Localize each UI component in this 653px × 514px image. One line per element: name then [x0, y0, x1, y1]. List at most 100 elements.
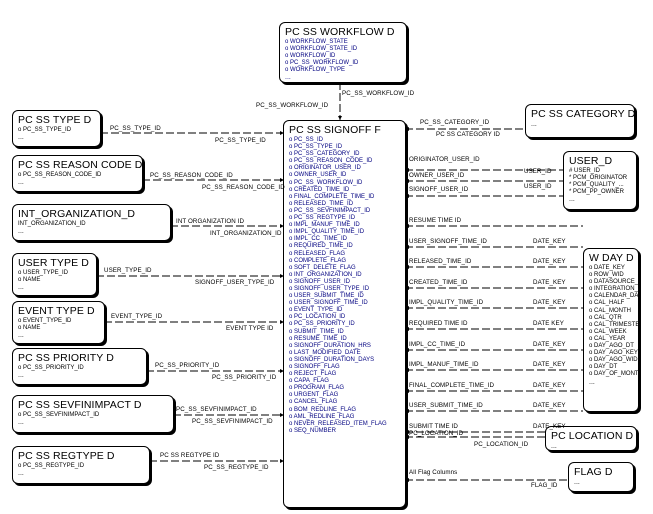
attribute-row: o AML_REDLINE_FLAG — [289, 413, 355, 420]
rel-label-priority-parent: PC_SS_PRIORITY_ID — [155, 362, 220, 369]
attribute-row: o SIGNOFF_USER_TYPE_ID — [289, 285, 370, 292]
attribute-row: o WORKFLOW_STATE — [285, 39, 348, 45]
entity-title: PC SS WORKFLOW D — [285, 26, 395, 38]
entity-pc-ss-category-d[interactable]: PC SS CATEGORY D ... — [525, 104, 635, 138]
attribute-row: o SUBMIT_TIME_ID — [289, 328, 344, 335]
attribute-row: o EVENT_TYPE_ID — [289, 307, 343, 314]
entity-title: PC SS SIGNOFF F — [289, 124, 381, 136]
attribute-row: o WORKFLOW_TYPE — [285, 67, 346, 74]
rel-label-regtype-child: PC_SS_REGTYPE_ID — [204, 464, 269, 471]
entity-int-organization-d[interactable]: INT_ORGANIZATION_D INT_ORGANIZATION_ID..… — [12, 204, 171, 241]
entity-title: PC SS SEVFINIMPACT D — [18, 399, 142, 411]
entity-title: PC SS CATEGORY D — [531, 108, 635, 120]
rel-label-reason-parent: PC_SS_REASON_CODE_ID — [150, 172, 233, 179]
attribute-row: o CAL_MONTH — [589, 307, 632, 314]
attribute-row: o PC_SS_ID — [289, 137, 324, 143]
attribute-row: o PC_SS_TYPE_ID — [18, 127, 72, 133]
attribute-list: o PC_SS_SEVFINIMPACT_ID... — [18, 412, 168, 426]
attribute-row: o PROGRAM_FLAG — [289, 385, 345, 392]
entity-pc-ss-priority-d[interactable]: PC SS PRIORITY D o PC_SS_PRIORITY_ID... — [12, 348, 147, 385]
attribute-row: o USER_SUBMIT_TIME_ID — [289, 293, 364, 300]
attribute-list: o PC_SS_REASON_CODE_ID... — [18, 172, 137, 186]
attribute-row: o LAST_MODIFIED_DATE — [289, 349, 361, 356]
entity-title: INT_ORGANIZATION_D — [18, 208, 136, 220]
rel-arrow-day — [405, 265, 409, 269]
attribute-list: # USER_ID* PCM_ORIGINATOR* PCM_QUALITY_.… — [569, 168, 631, 203]
rel-arrow-day — [405, 368, 409, 372]
rel-label-day-key: DATE_KEY — [533, 423, 566, 430]
attribute-row: o IMPL_CC_TIME_ID — [289, 236, 348, 243]
rel-arrow-day — [405, 286, 409, 290]
entity-flag-d[interactable]: FLAG D ... — [568, 462, 634, 492]
entity-title: PC SS TYPE D — [18, 114, 92, 126]
attribute-row: o DAY_OF_MONTH — [589, 371, 639, 378]
rel-label-workflow-child: PC_SS_WORKFLOW_ID — [256, 102, 329, 109]
entity-user-d[interactable]: USER_D # USER_ID* PCM_ORIGINATOR* PCM_QU… — [563, 151, 637, 210]
entity-pc-ss-sevfinimpact-d[interactable]: PC SS SEVFINIMPACT D o PC_SS_SEVFINIMPAC… — [12, 395, 174, 433]
attribute-row: o NEVER_RELEASED_ITEM_FLAG — [289, 420, 387, 427]
rel-arrow-day — [405, 327, 409, 331]
attribute-row: o PC_SS_WORKFLOW_ID — [289, 179, 363, 186]
entity-pc-ss-regtype-d[interactable]: PC SS REGTYPE D o PC_SS_REGTYPE_ID... — [12, 446, 150, 484]
attribute-row: o IMPL_QUALITY_TIME_ID — [289, 229, 365, 236]
rel-label-reason-child: PC_SS_REASON_CODE_ID — [202, 184, 285, 191]
entity-pc-ss-type-d[interactable]: PC SS TYPE D o PC_SS_TYPE_ID... — [12, 110, 101, 147]
attribute-row: o REJECT_FLAG — [289, 371, 337, 378]
rel-label-day-fk: FINAL_COMPLETE_TIME_ID — [409, 382, 495, 389]
attribute-row: o DAY_AGO_KEY — [589, 350, 638, 357]
attribute-row: o SIGNOFF_FLAG — [289, 364, 340, 370]
attribute-row: o DAY_AGO_DT — [589, 343, 634, 350]
attribute-row: o REQUIRED_TIME_ID — [289, 243, 353, 250]
rel-label-user-owner: OWNER_USER_ID — [409, 172, 465, 179]
rel-arrow-day — [405, 245, 409, 249]
attribute-row: o PC_SS_PRIORITY_ID — [289, 321, 355, 328]
rel-label-day-key: DATE_KEY — [533, 361, 566, 368]
attribute-more: ... — [18, 419, 24, 427]
rel-label-day-key: DATE KEY — [533, 320, 564, 327]
rel-label-user-signoff-key: USER_ID — [524, 183, 552, 190]
entity-title: USER TYPE D — [18, 257, 89, 269]
attribute-row: o SIGNOFF_USER_ID — [289, 278, 351, 285]
rel-label-flag-parent: FLAG_ID — [531, 482, 558, 489]
attribute-list: ... — [531, 121, 629, 128]
attribute-row: * PCM_PP_OWNER — [569, 189, 625, 196]
rel-arrow-day — [405, 224, 409, 228]
entity-pc-ss-reason-code-d[interactable]: PC SS REASON CODE D o PC_SS_REASON_CODE_… — [12, 155, 143, 192]
entity-pc-location-d[interactable]: PC LOCATION D ... — [545, 426, 637, 451]
attribute-list: INT_ORGANIZATION_ID... — [18, 221, 165, 235]
attribute-row: o ROW_WID — [589, 272, 624, 279]
attribute-row: o ORIGINATOR_USER_ID — [289, 165, 361, 172]
attribute-row: o PC_SS_SEVFINIMPACT_ID — [18, 412, 100, 418]
attribute-row: o INT_ORGANIZATION_ID — [289, 271, 362, 278]
rel-label-location-parent: PC_LOCATION_ID — [474, 441, 529, 448]
attribute-row: o CREATED_TIME_ID — [289, 186, 350, 193]
rel-label-category-child: PC_SS_CATEGORY_ID — [420, 119, 490, 126]
attribute-row: o IMPL_MANUF_TIME_ID — [289, 222, 360, 229]
attribute-row: o CAL_QTR — [589, 314, 622, 321]
attribute-list: o PC_SS_PRIORITY_ID... — [18, 365, 141, 379]
rel-label-flag-child: All Flag Columns — [409, 469, 458, 476]
rel-label-day-key: DATE_KEY — [533, 258, 566, 265]
rel-label-day-key: DATE_KEY — [533, 382, 566, 389]
entity-title: EVENT TYPE D — [18, 305, 95, 317]
attribute-row: o DATE_KEY — [589, 265, 625, 271]
attribute-row: o PC_SS_REASON_CODE_ID — [18, 172, 102, 178]
attribute-more: ... — [589, 378, 595, 386]
attribute-row: o BOM_REDLINE_FLAG — [289, 406, 357, 413]
entity-title: PC SS REASON CODE D — [18, 159, 143, 171]
attribute-row: o RELEASED_TIME_ID — [289, 200, 354, 207]
rel-label-sevfin-child: PC_SS_SEVFINIMPACT_ID — [192, 418, 273, 425]
attribute-row: o PC_SS_TYPE_ID — [289, 144, 343, 151]
attribute-row: o USER_TYPE_ID — [18, 270, 69, 276]
attribute-row: o FINAL_COMPLETE_TIME_ID — [289, 193, 375, 200]
attribute-list: o PC_SS_REGTYPE_ID... — [18, 463, 144, 477]
rel-arrow-day — [405, 348, 409, 352]
attribute-more: ... — [551, 443, 557, 450]
attribute-row: o WORKFLOW_STATE_ID — [285, 46, 358, 53]
